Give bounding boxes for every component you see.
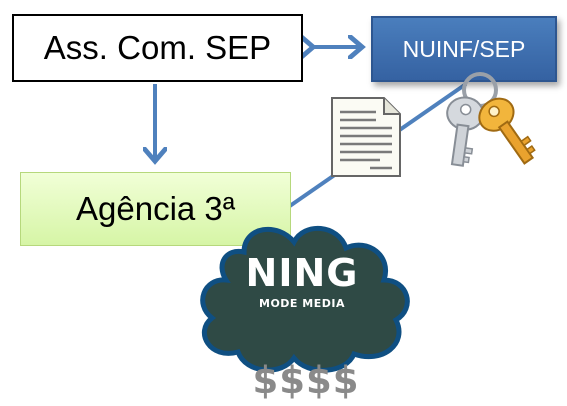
keys-icon bbox=[446, 72, 536, 167]
assessoria-label: Ass. Com. SEP bbox=[43, 29, 272, 66]
ning-brand: NING bbox=[245, 251, 359, 295]
nuinf-node: NUINF/SEP bbox=[371, 16, 557, 82]
cloud-icon bbox=[200, 226, 410, 373]
document-icon bbox=[331, 97, 401, 177]
agencia-label: Agência 3ª bbox=[76, 190, 235, 227]
nuinf-label: NUINF/SEP bbox=[402, 35, 526, 62]
money-label: $$$$ bbox=[252, 359, 360, 402]
assessoria-node: Ass. Com. SEP bbox=[12, 14, 303, 82]
ning-logo: NING MODE MEDIA bbox=[237, 241, 367, 323]
agencia-node: Agência 3ª bbox=[20, 172, 291, 246]
ning-tagline: MODE MEDIA bbox=[259, 297, 345, 310]
